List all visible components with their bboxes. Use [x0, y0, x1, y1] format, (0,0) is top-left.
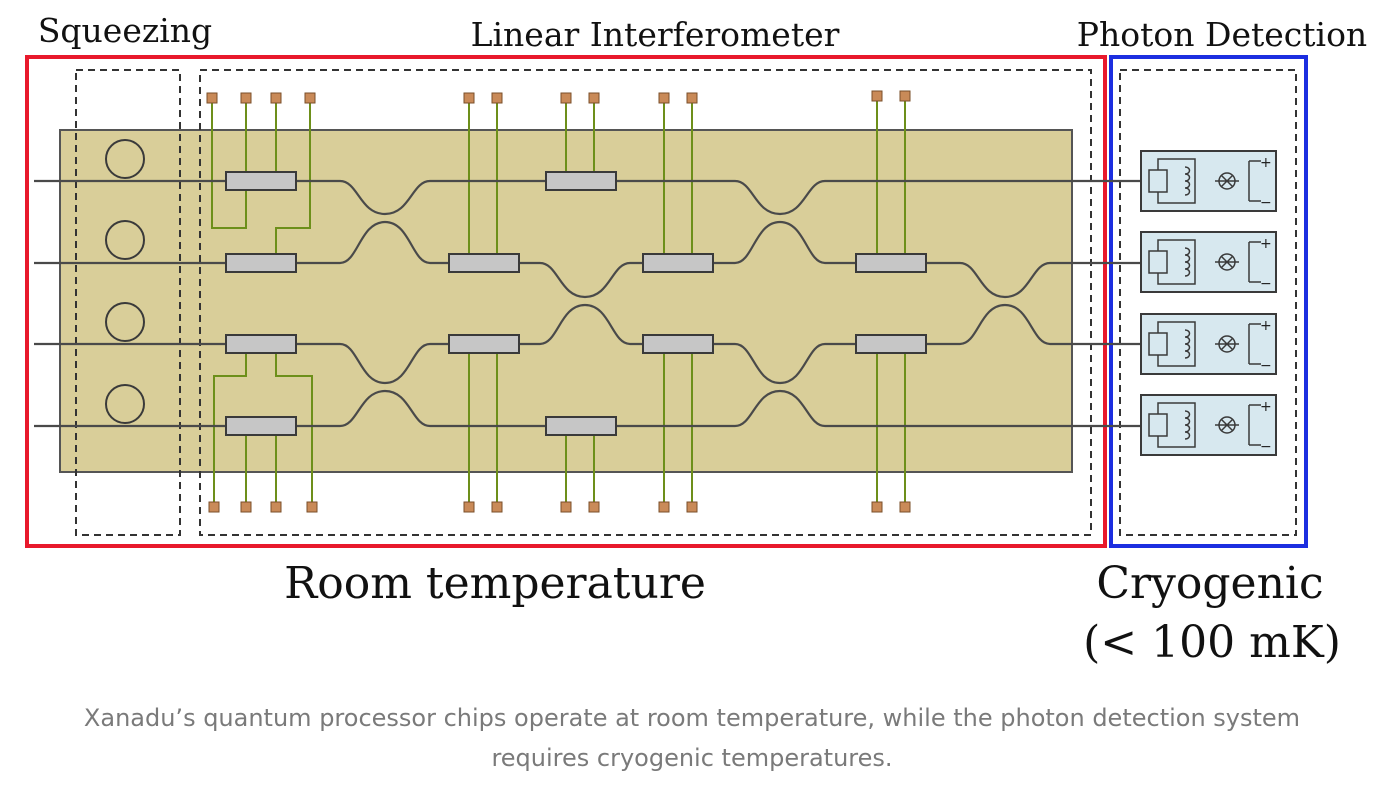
- phase-shifter: [642, 334, 714, 354]
- phase-shifter: [855, 334, 927, 354]
- contact-pad: [871, 90, 883, 102]
- phase-shifter: [225, 334, 297, 354]
- contact-pad: [686, 501, 698, 513]
- inductor-coil: [1184, 247, 1191, 277]
- contact-pad: [270, 501, 282, 513]
- contact-pad: [658, 92, 670, 104]
- cryogenic-box: [1109, 55, 1308, 548]
- detection-section-box: [1119, 69, 1297, 536]
- inductor-coil: [1184, 166, 1191, 196]
- detector-element: [1148, 332, 1168, 356]
- phase-shifter: [855, 253, 927, 273]
- contact-pad: [899, 501, 911, 513]
- contact-pad: [560, 501, 572, 513]
- contact-pad: [588, 92, 600, 104]
- inductor-coil: [1184, 410, 1191, 440]
- detector-element: [1148, 413, 1168, 437]
- phase-shifter: [545, 416, 617, 436]
- contact-pad: [588, 501, 600, 513]
- contact-pad: [206, 92, 218, 104]
- plus-symbol: +: [1260, 155, 1272, 171]
- phase-shifter: [545, 171, 617, 191]
- phase-shifter: [448, 334, 520, 354]
- contact-pad: [658, 501, 670, 513]
- minus-symbol: −: [1260, 358, 1272, 374]
- phase-shifter: [642, 253, 714, 273]
- contact-pad: [686, 92, 698, 104]
- cryogenic-label: Cryogenic: [1096, 558, 1323, 609]
- contact-pad: [871, 501, 883, 513]
- room-temperature-box: [25, 55, 1107, 548]
- detector-element: [1148, 169, 1168, 193]
- contact-pad: [306, 501, 318, 513]
- contact-pad: [240, 501, 252, 513]
- squeezer-ring-2: [105, 220, 145, 260]
- inductor-coil: [1184, 329, 1191, 359]
- room-temperature-label: Room temperature: [284, 558, 706, 609]
- caption-line-2: requires cryogenic temperatures.: [491, 744, 893, 772]
- contact-pad: [270, 92, 282, 104]
- plus-symbol: +: [1260, 399, 1272, 415]
- phase-shifter: [448, 253, 520, 273]
- contact-pad: [463, 501, 475, 513]
- minus-symbol: −: [1260, 276, 1272, 292]
- photon-detector-1: + −: [1140, 150, 1277, 212]
- squeezer-ring-4: [105, 384, 145, 424]
- plus-symbol: +: [1260, 236, 1272, 252]
- plus-symbol: +: [1260, 318, 1272, 334]
- detection-label: Photon Detection: [1077, 15, 1367, 54]
- figure-caption: Xanadu’s quantum processor chips operate…: [40, 698, 1344, 778]
- contact-pad: [240, 92, 252, 104]
- squeezer-ring-1: [105, 139, 145, 179]
- photon-detector-3: + −: [1140, 313, 1277, 375]
- contact-pad: [208, 501, 220, 513]
- contact-pad: [304, 92, 316, 104]
- interferometer-label: Linear Interferometer: [471, 15, 840, 54]
- contact-pads: [206, 90, 911, 513]
- phase-shifter: [225, 171, 297, 191]
- contact-pad: [491, 501, 503, 513]
- phase-shifters: [225, 171, 927, 436]
- detector-element: [1148, 250, 1168, 274]
- photon-detector-2: + −: [1140, 231, 1277, 293]
- photonic-chip-diagram: Squeezing Linear Interferometer Photon D…: [25, 11, 1367, 668]
- squeezer-ring-3: [105, 302, 145, 342]
- contact-pad: [463, 92, 475, 104]
- phase-shifter: [225, 253, 297, 273]
- interferometer-section-box: [199, 69, 1092, 536]
- cryogenic-temperature-label: (< 100 mK): [1083, 617, 1341, 668]
- caption-line-1: Xanadu’s quantum processor chips operate…: [83, 704, 1301, 732]
- squeezer-rings: [105, 139, 145, 424]
- minus-symbol: −: [1260, 439, 1272, 455]
- squeezing-label: Squeezing: [38, 11, 212, 50]
- squeezing-section-box: [75, 69, 181, 536]
- phase-shifter: [225, 416, 297, 436]
- minus-symbol: −: [1260, 195, 1272, 211]
- contact-pad: [899, 90, 911, 102]
- photon-detector-4: + −: [1140, 394, 1277, 456]
- contact-pad: [560, 92, 572, 104]
- contact-pad: [491, 92, 503, 104]
